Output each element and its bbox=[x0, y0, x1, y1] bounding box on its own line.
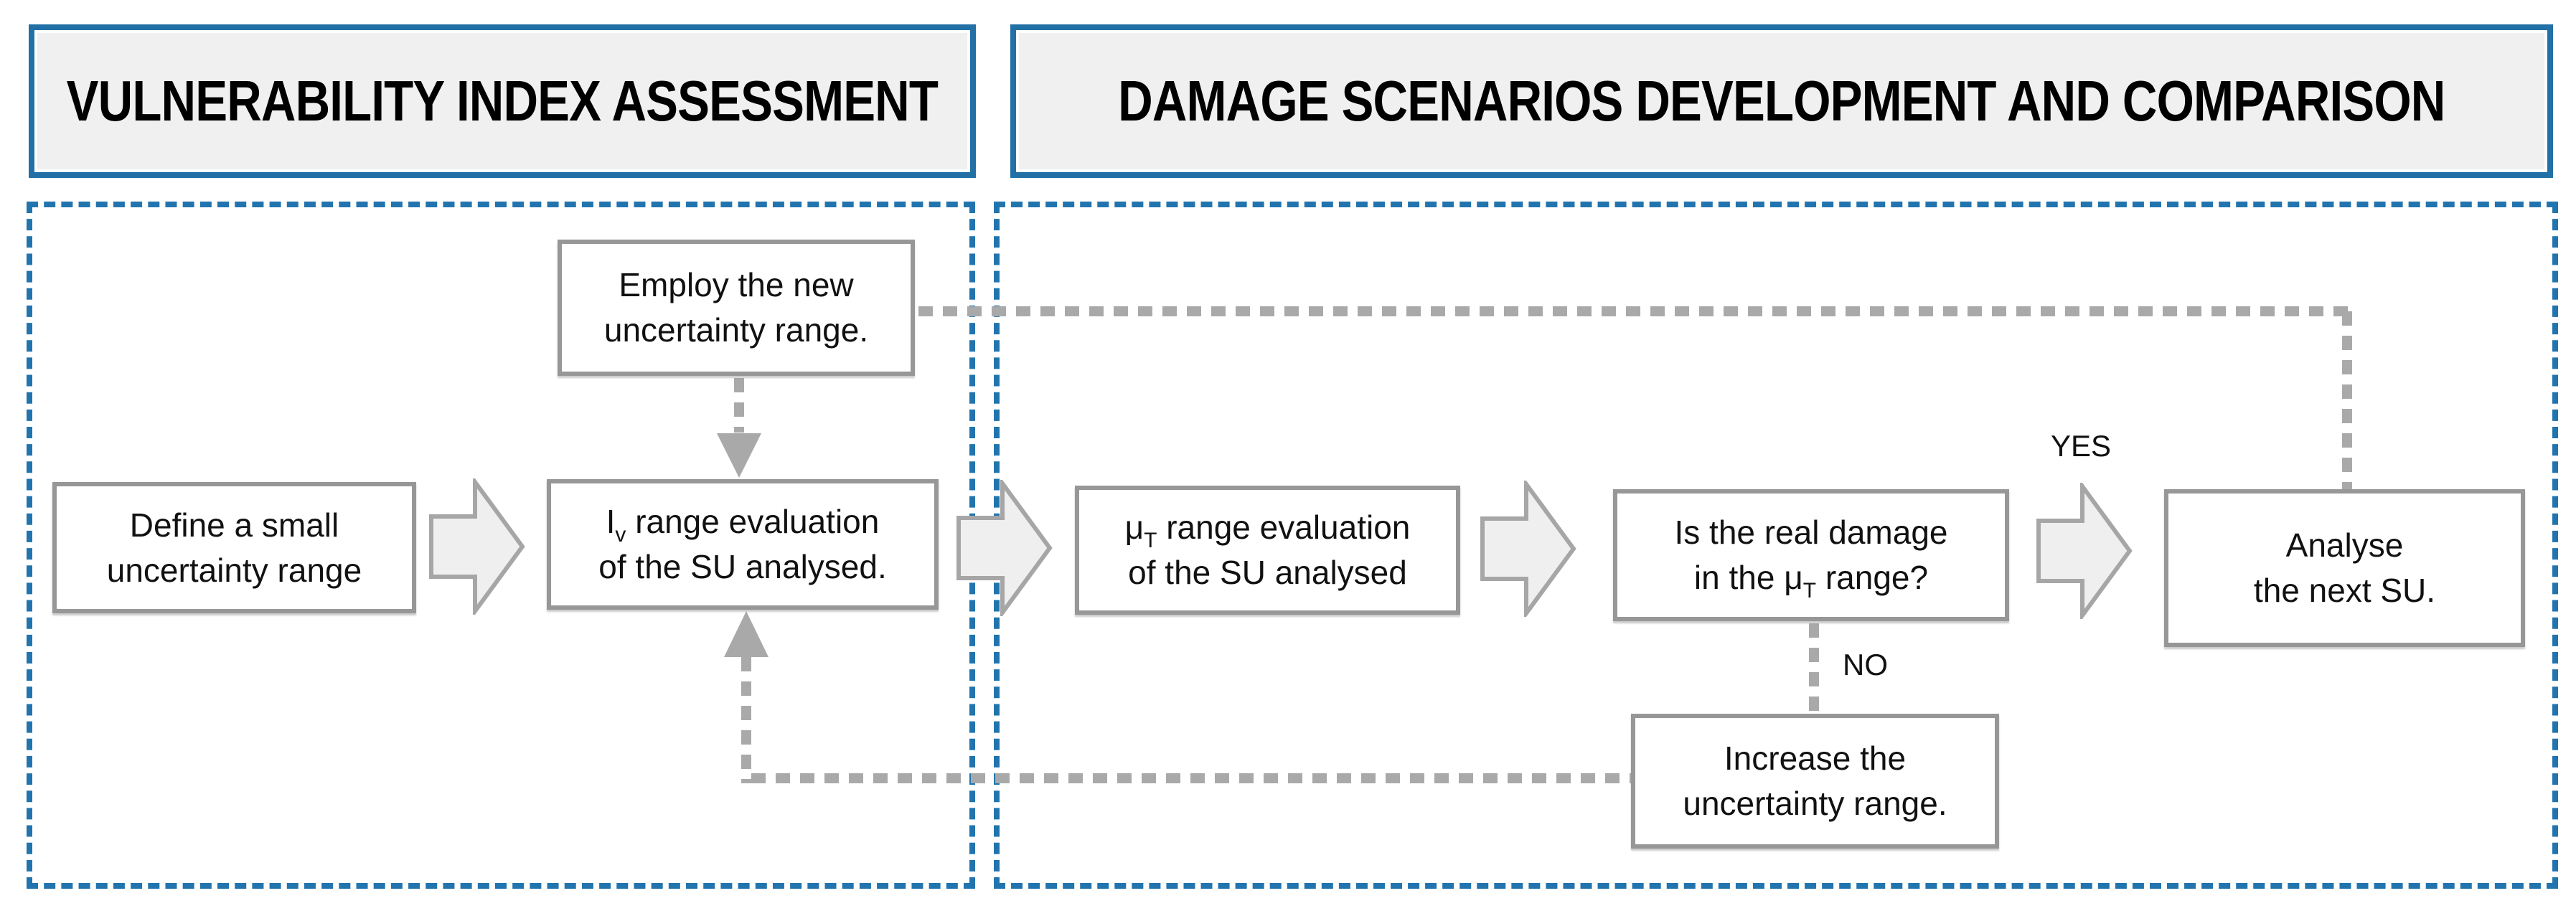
header-vulnerability-index-assessment-label: VULNERABILITY INDEX ASSESSMENT bbox=[66, 69, 939, 133]
arrowhead-into-iv-box-top bbox=[717, 433, 761, 478]
mu-range-evaluation-box: μT range evaluation of the SU analysed bbox=[1075, 486, 1460, 615]
connector-employ-down bbox=[734, 378, 744, 433]
employ-box-line2: uncertainty range. bbox=[603, 311, 869, 349]
block-arrow-mu-to-damage bbox=[1480, 481, 1576, 617]
damage-box-line2: in the μT range? bbox=[1693, 555, 1929, 603]
header-vulnerability-index-assessment: VULNERABILITY INDEX ASSESSMENT bbox=[29, 24, 976, 178]
mu-line1-rest: range evaluation bbox=[1157, 509, 1411, 546]
arrowhead-into-iv-box-bottom bbox=[724, 611, 768, 657]
analyse-box-line1: Analyse bbox=[2285, 527, 2404, 564]
connector-no-branch-down bbox=[1809, 623, 1819, 712]
connector-up-to-iv-box bbox=[741, 657, 751, 783]
analyse-box-line2: the next SU. bbox=[2253, 572, 2436, 609]
header-damage-scenarios-development: DAMAGE SCENARIOS DEVELOPMENT AND COMPARI… bbox=[1010, 24, 2553, 178]
connector-increase-to-iv-horizontal bbox=[751, 773, 1633, 783]
mu-subscript: T bbox=[1144, 529, 1157, 552]
mu-box-line2: of the SU analysed bbox=[1128, 554, 1407, 591]
iv-range-evaluation-box: Iv range evaluation of the SU analysed. bbox=[547, 479, 939, 610]
increase-box-line1: Increase the bbox=[1724, 740, 1907, 777]
header-damage-scenarios-development-label: DAMAGE SCENARIOS DEVELOPMENT AND COMPARI… bbox=[1118, 69, 2445, 133]
is-real-damage-question-box: Is the real damage in the μT range? bbox=[1613, 489, 2009, 621]
increase-uncertainty-range-box: Increase the uncertainty range. bbox=[1631, 714, 1999, 849]
block-arrow-yes-to-analyse bbox=[2036, 483, 2133, 619]
connector-down-to-analyse-box bbox=[2342, 311, 2352, 491]
define-uncertainty-range-box: Define a small uncertainty range bbox=[52, 482, 416, 613]
iv-symbol: I bbox=[606, 503, 616, 540]
analyse-next-su-box: Analyse the next SU. bbox=[2164, 489, 2525, 647]
increase-box-line2: uncertainty range. bbox=[1683, 785, 1947, 822]
damage-line2-subscript: T bbox=[1802, 579, 1817, 603]
employ-new-uncertainty-range-box: Employ the new uncertainty range. bbox=[558, 240, 915, 376]
damage-line2-post: range? bbox=[1816, 559, 1929, 596]
iv-box-line1: Iv range evaluation bbox=[606, 499, 880, 547]
connector-employ-to-analyse-horizontal bbox=[918, 306, 2352, 316]
define-box-line1: Define a small bbox=[129, 506, 339, 544]
define-box-line2: uncertainty range bbox=[106, 551, 362, 589]
block-arrow-define-to-iv bbox=[429, 478, 525, 615]
iv-line1-rest: range evaluation bbox=[626, 503, 880, 540]
mu-box-line1: μT range evaluation bbox=[1124, 505, 1411, 552]
block-arrow-iv-to-mu bbox=[956, 480, 1053, 616]
damage-box-line1: Is the real damage bbox=[1674, 514, 1948, 551]
yes-branch-label: YES bbox=[2050, 429, 2112, 463]
employ-box-line1: Employ the new bbox=[619, 266, 854, 303]
iv-subscript: v bbox=[615, 523, 626, 547]
damage-line2-pre: in the μ bbox=[1693, 559, 1803, 596]
no-branch-label: NO bbox=[1843, 648, 1888, 681]
mu-symbol: μ bbox=[1124, 509, 1144, 546]
iv-box-line2: of the SU analysed. bbox=[598, 548, 887, 585]
